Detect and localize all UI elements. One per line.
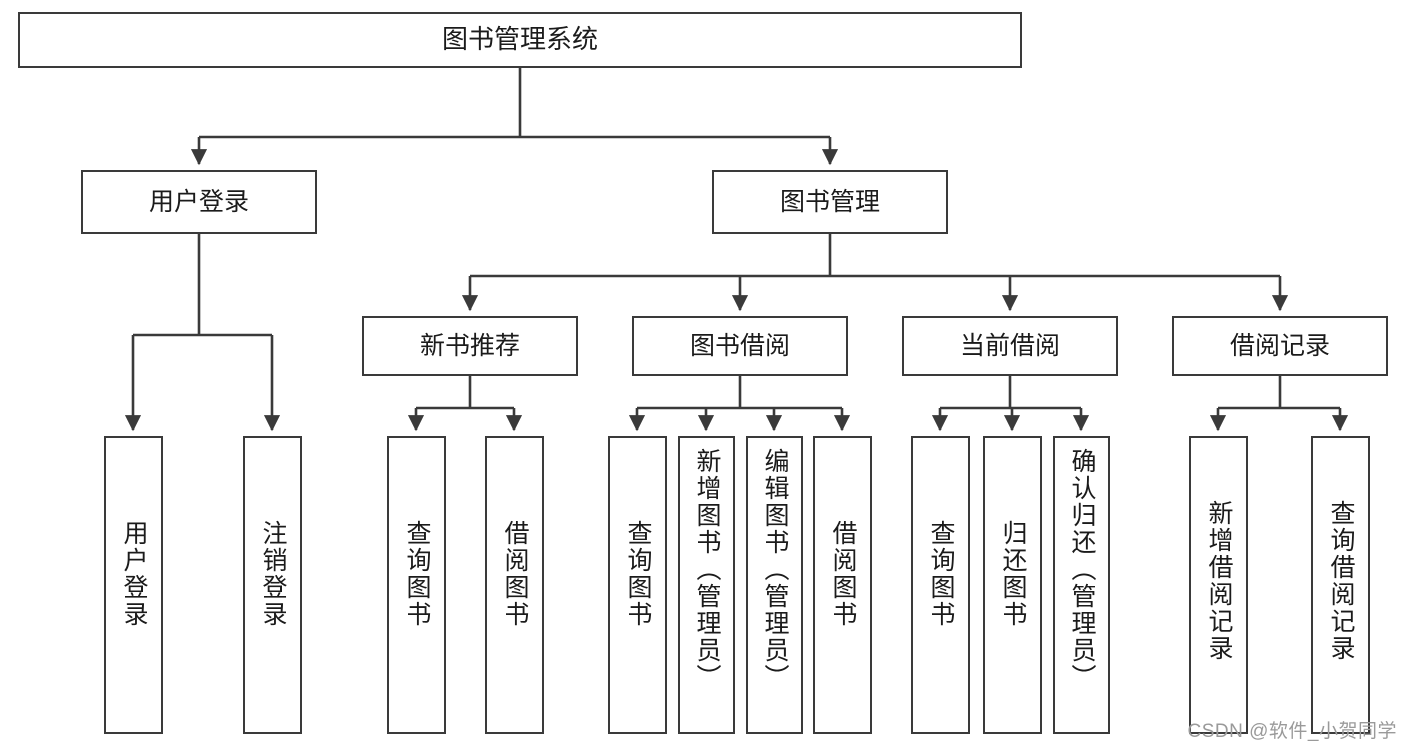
node-book-manage-label: 图书管理: [779, 188, 880, 216]
node-root[interactable]: 图书管理系统: [18, 12, 1022, 68]
node-leaf-add-book-label: 新增图书（管理员）: [693, 448, 721, 691]
node-user-login-label: 用户登录: [148, 188, 249, 216]
node-new-book-recommend-label: 新书推荐: [419, 332, 520, 360]
node-current-borrow[interactable]: 当前借阅: [902, 316, 1118, 376]
node-user-login[interactable]: 用户登录: [81, 170, 317, 234]
node-leaf-borrow-book-2-label: 借阅图书: [829, 520, 857, 628]
node-book-borrow[interactable]: 图书借阅: [632, 316, 848, 376]
node-leaf-add-record[interactable]: 新增借阅记录: [1189, 436, 1248, 734]
node-leaf-query-book-2[interactable]: 查询图书: [608, 436, 667, 734]
node-borrow-record-label: 借阅记录: [1229, 332, 1330, 360]
node-leaf-query-book-3[interactable]: 查询图书: [911, 436, 970, 734]
node-leaf-return-book-label: 归还图书: [999, 520, 1027, 628]
node-leaf-query-book-2-label: 查询图书: [624, 520, 652, 628]
node-leaf-query-book-3-label: 查询图书: [927, 520, 955, 628]
node-borrow-record[interactable]: 借阅记录: [1172, 316, 1388, 376]
csdn-watermark: CSDN @软件_小贺同学: [1187, 721, 1397, 742]
node-leaf-query-book-1[interactable]: 查询图书: [387, 436, 446, 734]
node-leaf-borrow-book-1-label: 借阅图书: [501, 520, 529, 628]
node-leaf-add-book[interactable]: 新增图书（管理员）: [678, 436, 735, 734]
node-leaf-user-login-label: 用户登录: [120, 520, 148, 628]
node-leaf-logout[interactable]: 注销登录: [243, 436, 302, 734]
node-leaf-return-book[interactable]: 归还图书: [983, 436, 1042, 734]
node-root-label: 图书管理系统: [441, 24, 598, 55]
node-leaf-confirm-return[interactable]: 确认归还（管理员）: [1053, 436, 1110, 734]
node-leaf-query-book-1-label: 查询图书: [403, 520, 431, 628]
node-new-book-recommend[interactable]: 新书推荐: [362, 316, 578, 376]
node-leaf-add-record-label: 新增借阅记录: [1205, 500, 1233, 662]
node-leaf-query-record[interactable]: 查询借阅记录: [1311, 436, 1370, 734]
node-leaf-confirm-return-label: 确认归还（管理员）: [1068, 448, 1096, 691]
node-leaf-logout-label: 注销登录: [259, 520, 287, 628]
node-book-borrow-label: 图书借阅: [689, 332, 790, 360]
node-leaf-user-login[interactable]: 用户登录: [104, 436, 163, 734]
node-leaf-query-record-label: 查询借阅记录: [1327, 500, 1355, 662]
node-leaf-borrow-book-1[interactable]: 借阅图书: [485, 436, 544, 734]
node-leaf-edit-book[interactable]: 编辑图书（管理员）: [746, 436, 803, 734]
node-current-borrow-label: 当前借阅: [959, 332, 1060, 360]
node-leaf-borrow-book-2[interactable]: 借阅图书: [813, 436, 872, 734]
node-book-manage[interactable]: 图书管理: [712, 170, 948, 234]
node-leaf-edit-book-label: 编辑图书（管理员）: [761, 448, 789, 691]
